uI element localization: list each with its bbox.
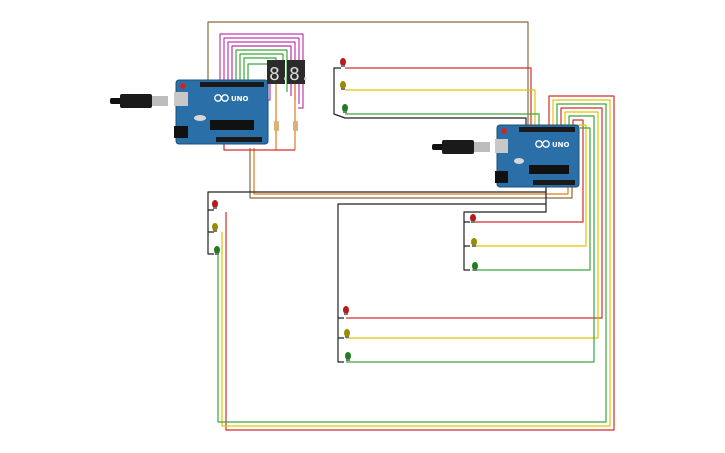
usb-plug-1[interactable] — [110, 94, 168, 108]
led-green[interactable] — [214, 246, 220, 255]
board-label: UNO — [552, 141, 570, 149]
digital-header — [519, 127, 575, 132]
led-group-top-center — [340, 58, 348, 113]
digital-header — [200, 82, 264, 87]
wire-green-d2[interactable] — [239, 53, 284, 84]
wire-brown-bottom[interactable] — [249, 148, 573, 199]
power-jack-icon — [495, 171, 508, 183]
wire-red-br1[interactable] — [225, 95, 615, 431]
led-green[interactable] — [342, 104, 348, 113]
wire-green-br2[interactable] — [346, 115, 595, 363]
display-digit: 8. — [289, 64, 311, 85]
seven-seg-display-1[interactable]: 8. — [267, 60, 291, 85]
board-body — [496, 124, 580, 188]
wire-black-left[interactable] — [207, 185, 547, 255]
led-group-left — [212, 200, 220, 255]
arduino-uno-2[interactable]: UNO — [495, 124, 580, 188]
led-red[interactable] — [470, 214, 476, 223]
usb-port — [174, 92, 188, 106]
wire-brown-top[interactable] — [207, 21, 529, 125]
usb-cable-body — [120, 94, 152, 108]
wire-black-center-2[interactable] — [338, 317, 344, 339]
usb-plug-icon — [432, 144, 444, 150]
wire-orange-bottom[interactable] — [253, 148, 569, 195]
resistor-icon[interactable] — [274, 121, 279, 131]
led-group-bottom-center — [343, 306, 351, 361]
wire-green-br3[interactable] — [472, 127, 591, 271]
display-body — [287, 60, 305, 84]
board-body — [175, 79, 269, 145]
wire-yellow-br1[interactable] — [221, 99, 611, 427]
arduino-uno-1[interactable]: UNO — [174, 79, 269, 145]
display-digit: 8. — [269, 64, 291, 85]
usb-connector — [152, 96, 168, 106]
usb-cable-body — [442, 140, 474, 154]
display-body — [267, 60, 285, 84]
crystal — [514, 158, 524, 164]
wire-black-right[interactable] — [463, 204, 547, 271]
wire-yellow-br3[interactable] — [472, 124, 587, 247]
crystal — [194, 115, 206, 121]
wire-red-br3[interactable] — [472, 119, 584, 223]
infinity-logo-icon — [214, 94, 229, 102]
led-yellow[interactable] — [471, 238, 477, 247]
usb-plug-icon — [110, 98, 122, 104]
wire-black-center[interactable] — [337, 190, 547, 363]
led-yellow[interactable] — [344, 329, 350, 338]
led-yellow[interactable] — [340, 81, 346, 90]
led-group-right — [470, 214, 478, 271]
led-red[interactable] — [212, 200, 218, 209]
board-label: UNO — [231, 95, 249, 103]
power-jack-icon — [174, 126, 188, 138]
analog-header — [216, 137, 262, 142]
infinity-logo-icon — [535, 140, 550, 148]
usb-connector — [474, 142, 490, 152]
led-yellow[interactable] — [212, 223, 218, 232]
usb-plug-2[interactable] — [432, 140, 490, 154]
usb-port — [495, 139, 508, 153]
wire-green-d4[interactable] — [247, 63, 270, 84]
wire-green-br1[interactable] — [217, 103, 607, 423]
analog-header — [533, 180, 575, 185]
atmega-chip — [210, 120, 254, 130]
wire-yellow-tc[interactable] — [345, 89, 536, 125]
reset-button-icon[interactable] — [501, 128, 507, 134]
resistor-icon[interactable] — [293, 121, 298, 131]
wire-magenta-1[interactable] — [219, 33, 304, 109]
wire-green-tc[interactable] — [345, 113, 540, 125]
atmega-chip — [529, 165, 569, 174]
reset-button-icon[interactable] — [180, 83, 186, 89]
wire-black-right-2[interactable] — [464, 221, 470, 247]
wire-black-tc[interactable] — [333, 67, 527, 125]
wire-red-br2[interactable] — [346, 107, 603, 319]
seven-seg-display-2[interactable]: 8. — [287, 60, 311, 85]
led-red[interactable] — [340, 58, 346, 67]
led-green[interactable] — [472, 262, 478, 271]
wire-red-tc[interactable] — [345, 67, 532, 125]
wire-yellow-br2[interactable] — [346, 111, 599, 339]
led-red[interactable] — [343, 306, 349, 315]
led-green[interactable] — [345, 352, 351, 361]
